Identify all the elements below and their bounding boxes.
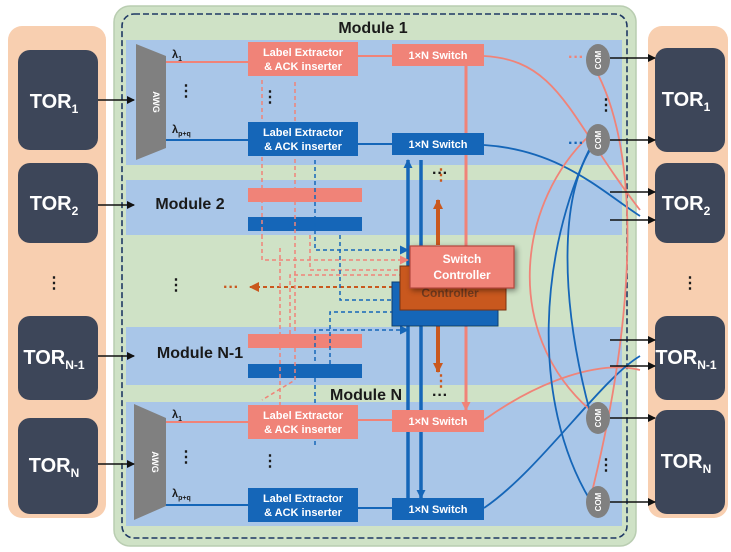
right-tor-n-1-label: TORN-1 <box>655 347 717 372</box>
left-tor-2[interactable] <box>18 163 98 243</box>
module-n-extractor-top-l2: & ACK inserter <box>264 424 343 436</box>
module-n-awg-label: AWG <box>150 451 160 473</box>
module-2-title: Module 2 <box>155 196 224 213</box>
module-n-extractor-bottom-l2: & ACK inserter <box>264 507 343 519</box>
module-n-awg[interactable] <box>134 404 166 520</box>
module-1-extractor-bottom-l2: & ACK inserter <box>264 141 343 153</box>
module-n-switch-top-label: 1×N Switch <box>409 416 468 428</box>
modules-vertical-ellipsis: ⋮ <box>168 277 184 294</box>
switch-controller-line-2: Controller <box>433 268 491 282</box>
module-1-mid-ellipsis: ··· <box>432 165 448 182</box>
orange-ellipsis-left: ··· <box>223 279 239 296</box>
module-1-switch-top-label: 1×N Switch <box>409 50 468 62</box>
left-tor-n-1[interactable] <box>18 316 98 400</box>
module-n-1-blue-bar <box>248 364 362 378</box>
module-1-switch-ellipsis-bottom: ··· <box>568 135 584 152</box>
module-n-com-bottom[interactable] <box>586 486 610 518</box>
module-n-lambda-dots: ⋮ <box>178 449 194 466</box>
orange-ellipsis-bottom: ⋮ <box>433 373 449 390</box>
module-1-com-top-label: COM <box>594 50 603 69</box>
left-tor-n[interactable] <box>18 418 98 514</box>
right-tor-n[interactable] <box>655 410 725 514</box>
module-1-label-extractor-top[interactable] <box>248 42 358 76</box>
module-n-extractor-top-l1: Label Extractor <box>263 410 344 422</box>
left-tor-2-label: TOR2 <box>30 193 79 218</box>
module-1-com-dots: ⋮ <box>598 97 614 114</box>
module-n-com-bottom-label: COM <box>594 492 603 511</box>
controller-shadow-label: Controller <box>421 286 479 300</box>
module-n-label-extractor-top[interactable] <box>248 405 358 439</box>
module-2-band <box>126 180 622 235</box>
module-n-switch-bottom-label: 1×N Switch <box>409 504 468 516</box>
module-1-title: Module 1 <box>338 20 407 37</box>
module-1-band <box>126 40 622 165</box>
left-tor-n-1-label: TORN-1 <box>23 347 85 372</box>
module-1-awg-label: AWG <box>151 91 161 113</box>
orange-ellipsis-top: ⋮ <box>433 167 449 184</box>
left-tor-1[interactable] <box>18 50 98 150</box>
module-2-salmon-bar <box>248 188 362 202</box>
module-1-lambda-1: λ1 <box>172 49 182 63</box>
module-1-switch-bottom-label: 1×N Switch <box>409 139 468 151</box>
module-1-switch-bottom[interactable] <box>392 133 484 155</box>
switch-controller[interactable] <box>409 245 515 289</box>
right-tor-2[interactable] <box>655 163 725 243</box>
module-1-com-bottom-label: COM <box>594 130 603 149</box>
left-tor-n-label: TORN <box>29 455 80 480</box>
module-n-mid-ellipsis: ··· <box>432 387 448 404</box>
left-tor-1-label: TOR1 <box>30 91 79 116</box>
module-1-com-bottom[interactable] <box>586 124 610 156</box>
module-1-extractor-bottom-l1: Label Extractor <box>263 127 344 139</box>
right-tor-n-label: TORN <box>661 451 712 476</box>
right-tor-1[interactable] <box>655 48 725 152</box>
right-tor-ellipsis: ⋮ <box>682 275 698 292</box>
module-1-extractor-dots: ⋮ <box>262 89 278 106</box>
module-n-com-top[interactable] <box>586 402 610 434</box>
module-2-blue-bar <box>248 217 362 231</box>
left-tor-ellipsis: ⋮ <box>46 275 62 292</box>
module-1-lambda-dots: ⋮ <box>178 83 194 100</box>
module-n-extractor-dots: ⋮ <box>262 453 278 470</box>
module-n-1-salmon-bar <box>248 334 362 348</box>
module-n-1-title: Module N-1 <box>157 345 243 362</box>
right-tor-n-1[interactable] <box>655 316 725 400</box>
module-n-title: Module N <box>330 387 402 404</box>
module-1-com-top[interactable] <box>586 44 610 76</box>
module-1-switch-top[interactable] <box>392 44 484 66</box>
module-1-label-extractor-bottom[interactable] <box>248 122 358 156</box>
module-n-com-dots: ⋮ <box>598 457 614 474</box>
right-tor-2-label: TOR2 <box>662 193 711 218</box>
module-1-extractor-top-l1: Label Extractor <box>263 47 344 59</box>
module-n-label-extractor-bottom[interactable] <box>248 488 358 522</box>
switch-controller-line-1: Switch <box>443 252 482 266</box>
module-1-switch-ellipsis-top: ··· <box>568 49 584 66</box>
right-tor-1-label: TOR1 <box>662 89 711 114</box>
module-n-lambda-1: λ1 <box>172 409 182 423</box>
module-n-switch-bottom[interactable] <box>392 498 484 520</box>
module-n-switch-top[interactable] <box>392 410 484 432</box>
module-n-com-top-label: COM <box>594 408 603 427</box>
module-n-extractor-bottom-l1: Label Extractor <box>263 493 344 505</box>
module-1-awg[interactable] <box>136 44 166 160</box>
module-1-extractor-top-l2: & ACK inserter <box>264 61 343 73</box>
